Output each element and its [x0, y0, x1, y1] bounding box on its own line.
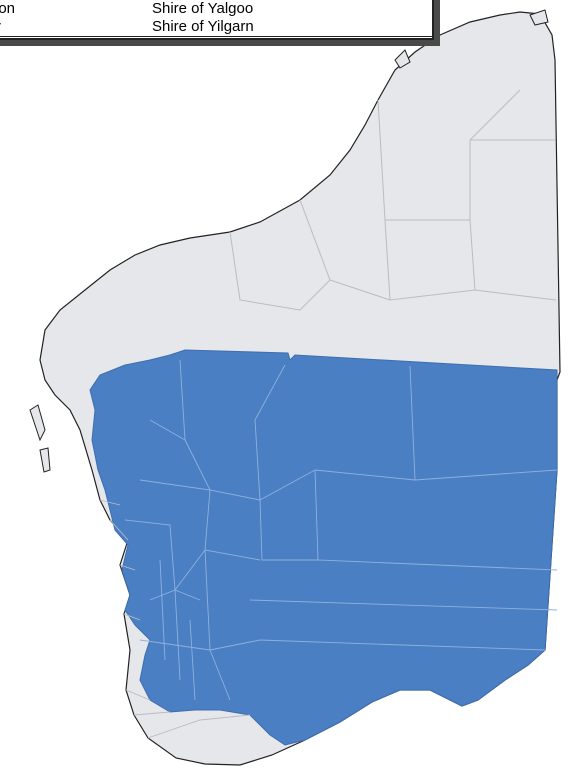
- coastal-islands: [29, 9, 549, 473]
- legend-left-text: ly: [0, 18, 1, 35]
- legend-right-text: Shire of Yalgoo: [152, 0, 254, 17]
- legend-right-text: Shire of Yilgarn: [152, 18, 254, 35]
- southwest-boundaries: [99, 499, 251, 739]
- legend-panel: gon Shire of Yalgoo ly Shire of Yilgarn: [0, 0, 434, 40]
- northern-boundaries: [229, 89, 557, 311]
- legend-left-text: gon: [0, 0, 16, 17]
- legend-divider: [0, 36, 432, 37]
- highlighted-region: [89, 349, 558, 746]
- shire-boundaries: [124, 359, 558, 701]
